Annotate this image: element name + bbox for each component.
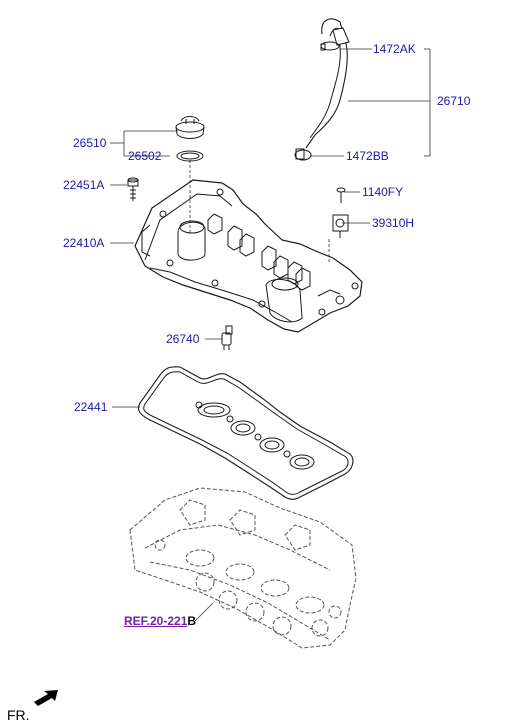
part-label-26510[interactable]: 26510 [73, 136, 107, 150]
pcv-hose[interactable] [305, 18, 350, 149]
cam-position-sensor[interactable] [332, 214, 349, 238]
part-label-26710[interactable]: 26710 [437, 94, 471, 108]
oil-filler-cap[interactable] [175, 116, 205, 139]
reference-label: REF.20-221B [124, 614, 196, 628]
pcv-valve[interactable] [221, 325, 233, 350]
cap-gasket[interactable] [176, 150, 204, 162]
part-label-26740[interactable]: 26740 [166, 332, 200, 346]
part-label-39310h[interactable]: 39310H [372, 216, 415, 230]
hose-clamp-lower[interactable] [294, 148, 312, 161]
part-label-26502[interactable]: 26502 [128, 149, 162, 163]
part-label-1472ak[interactable]: 1472AK [373, 42, 416, 56]
part-label-1140fy[interactable]: 1140FY [362, 185, 404, 199]
reference-link[interactable]: REF.20-221 [124, 614, 188, 628]
sensor-bolt[interactable] [336, 187, 346, 203]
front-direction-label: FR. [7, 707, 30, 723]
cylinder-head [129, 487, 357, 649]
part-label-22410a[interactable]: 22410A [63, 236, 105, 250]
hose-clamp-upper[interactable] [320, 41, 340, 51]
part-label-1472bb[interactable]: 1472BB [346, 149, 389, 163]
rocker-cover[interactable] [134, 179, 363, 333]
leader-lines [110, 48, 431, 622]
reference-suffix: B [187, 614, 197, 628]
rocker-cover-gasket[interactable] [137, 366, 354, 500]
part-label-22451a[interactable]: 22451A [63, 178, 105, 192]
part-label-22441[interactable]: 22441 [74, 400, 108, 414]
cover-bolt[interactable] [127, 177, 139, 201]
front-arrow-icon [34, 690, 58, 706]
